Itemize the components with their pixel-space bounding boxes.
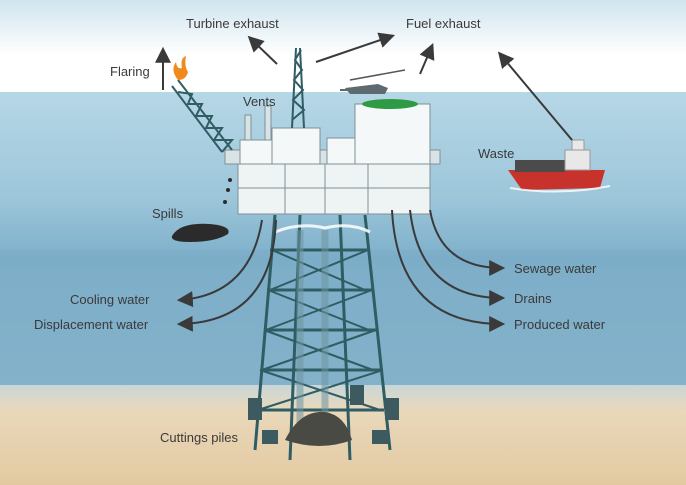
- arrow-fuel-exhaust-1: [315, 32, 396, 63]
- supply-ship-icon: [508, 139, 611, 193]
- arrow-drains: [409, 209, 506, 306]
- platform-deck: [224, 103, 441, 215]
- flow-arrows: [155, 32, 573, 332]
- label-turbine-exhaust: Turbine exhaust: [186, 16, 279, 31]
- helicopter-icon: [340, 69, 406, 94]
- label-produced-water: Produced water: [514, 317, 606, 332]
- label-spills: Spills: [152, 206, 184, 221]
- cuttings-pile: [285, 411, 352, 446]
- jacket-structure: [253, 214, 392, 461]
- flare-boom: [171, 79, 235, 153]
- arrow-displacement-water: [176, 219, 277, 332]
- arrow-turbine-exhaust: [247, 35, 278, 65]
- label-cuttings-piles: Cuttings piles: [160, 430, 239, 445]
- label-displacement-water: Displacement water: [34, 317, 149, 332]
- arrow-fuel-exhaust-2: [419, 43, 435, 75]
- label-sewage-water: Sewage water: [514, 261, 597, 276]
- water-splash: [274, 224, 371, 234]
- arrow-sewage-water: [429, 209, 506, 276]
- oil-spill: [171, 223, 229, 242]
- arrow-waste: [497, 51, 573, 141]
- arrow-produced-water: [391, 209, 506, 332]
- derrick: [291, 47, 306, 129]
- label-vents: Vents: [243, 94, 276, 109]
- label-cooling-water: Cooling water: [70, 292, 150, 307]
- helipad: [362, 99, 418, 109]
- label-drains: Drains: [514, 291, 552, 306]
- label-waste: Waste: [478, 146, 514, 161]
- label-flaring: Flaring: [110, 64, 150, 79]
- label-fuel-exhaust: Fuel exhaust: [406, 16, 481, 31]
- seabed-feet: [248, 385, 399, 444]
- oil-drips: [223, 178, 232, 204]
- arrow-cooling-water: [176, 219, 263, 308]
- flare-flame-icon: [173, 56, 188, 80]
- sky: [0, 0, 686, 92]
